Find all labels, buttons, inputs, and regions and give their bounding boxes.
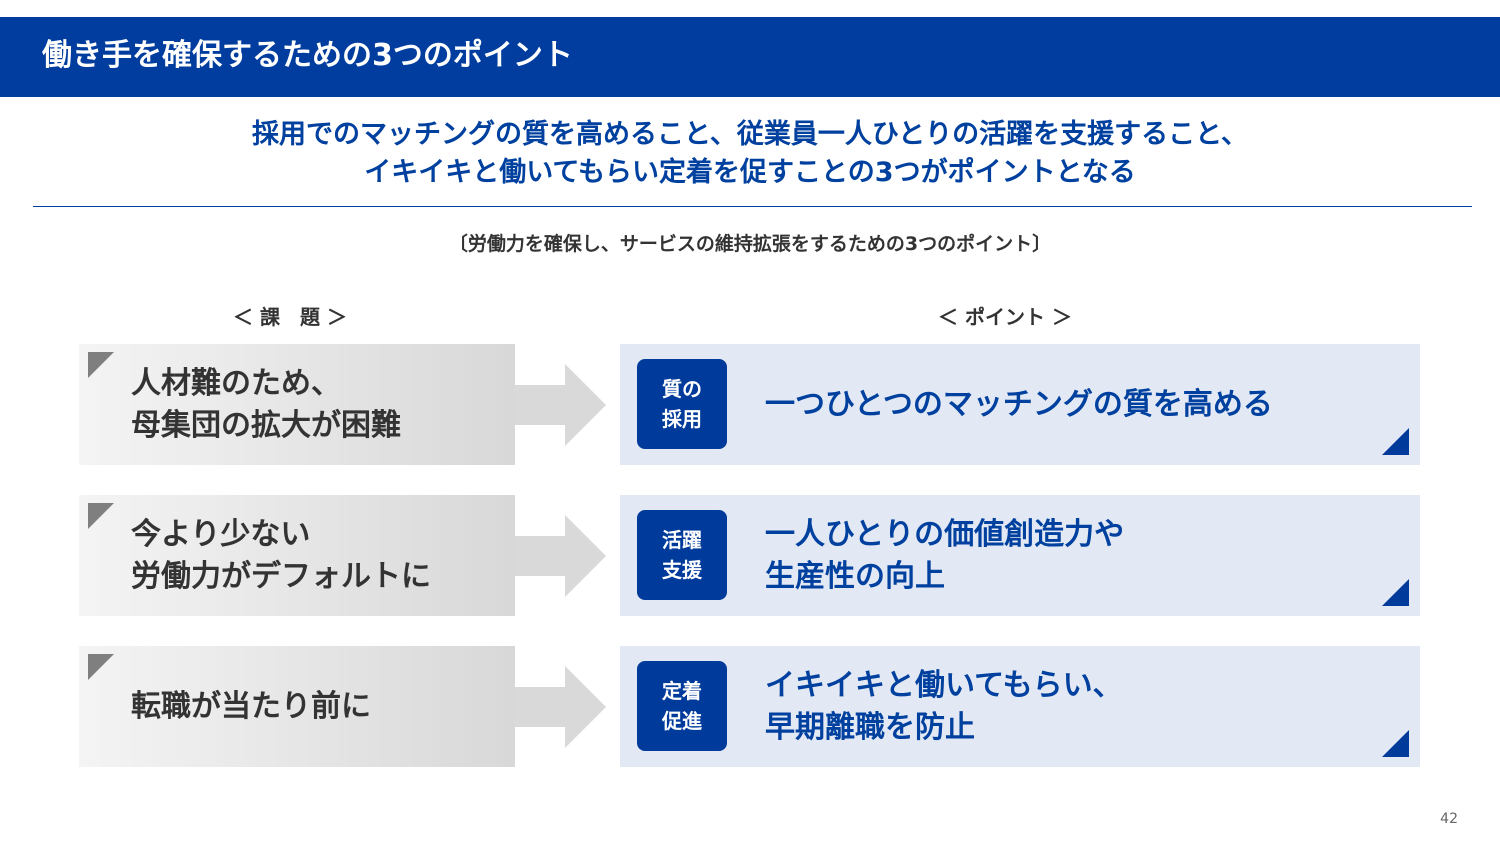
lead-line-1: 採用でのマッチングの質を高めること、従業員一人ひとりの活躍を支援すること、 (251, 119, 1249, 150)
lead-line-2: イキイキと働いてもらい定着を促すことの3つがポイントとなる (364, 157, 1136, 188)
point-column-header: ＜ ポイント ＞ (938, 305, 1072, 329)
point-badge: 定着 促進 (637, 661, 727, 751)
issue-column-header: ＜ 課 題 ＞ (233, 305, 347, 329)
point-box: 活躍 支援 一人ひとりの価値創造力や 生産性の向上 (620, 495, 1420, 616)
point-row: 今より少ない 労働力がデフォルトに 活躍 支援 一人ひとりの価値創造力や 生産性… (0, 495, 1500, 616)
issue-box: 人材難のため、 母集団の拡大が困難 (79, 344, 515, 465)
issue-box: 今より少ない 労働力がデフォルトに (79, 495, 515, 616)
point-box: 定着 促進 イキイキと働いてもらい、 早期離職を防止 (620, 646, 1420, 767)
issue-box: 転職が当たり前に (79, 646, 515, 767)
slide-title: 働き手を確保するための3つのポイント (0, 17, 1500, 97)
point-text: イキイキと働いてもらい、 早期離職を防止 (765, 667, 1123, 745)
divider (33, 206, 1472, 207)
point-row: 転職が当たり前に 定着 促進 イキイキと働いてもらい、 早期離職を防止 (0, 646, 1500, 767)
corner-triangle-icon (88, 654, 114, 680)
arrow-right-icon (514, 364, 606, 446)
point-text: 一人ひとりの価値創造力や 生産性の向上 (765, 516, 1125, 594)
lead-message: 採用でのマッチングの質を高めること、従業員一人ひとりの活躍を支援すること、 イキ… (0, 116, 1500, 192)
corner-triangle-icon (88, 503, 114, 529)
corner-triangle-icon (1382, 579, 1409, 606)
section-subtitle: 〔労働力を確保し、サービスの維持拡張をするための3つのポイント〕 (448, 233, 1052, 255)
issue-text: 今より少ない 労働力がデフォルトに (131, 516, 431, 594)
arrow-right-icon (514, 666, 606, 748)
issue-text: 人材難のため、 母集団の拡大が困難 (131, 365, 401, 443)
page-number: 42 (1440, 811, 1458, 827)
point-badge: 活躍 支援 (637, 510, 727, 600)
point-box: 質の 採用 一つひとつのマッチングの質を高める (620, 344, 1420, 465)
point-text: 一つひとつのマッチングの質を高める (765, 386, 1273, 422)
corner-triangle-icon (88, 352, 114, 378)
corner-triangle-icon (1382, 730, 1409, 757)
issue-text: 転職が当たり前に (131, 688, 371, 724)
point-row: 人材難のため、 母集団の拡大が困難 質の 採用 一つひとつのマッチングの質を高め… (0, 344, 1500, 465)
arrow-right-icon (514, 515, 606, 597)
point-badge: 質の 採用 (637, 359, 727, 449)
corner-triangle-icon (1382, 428, 1409, 455)
